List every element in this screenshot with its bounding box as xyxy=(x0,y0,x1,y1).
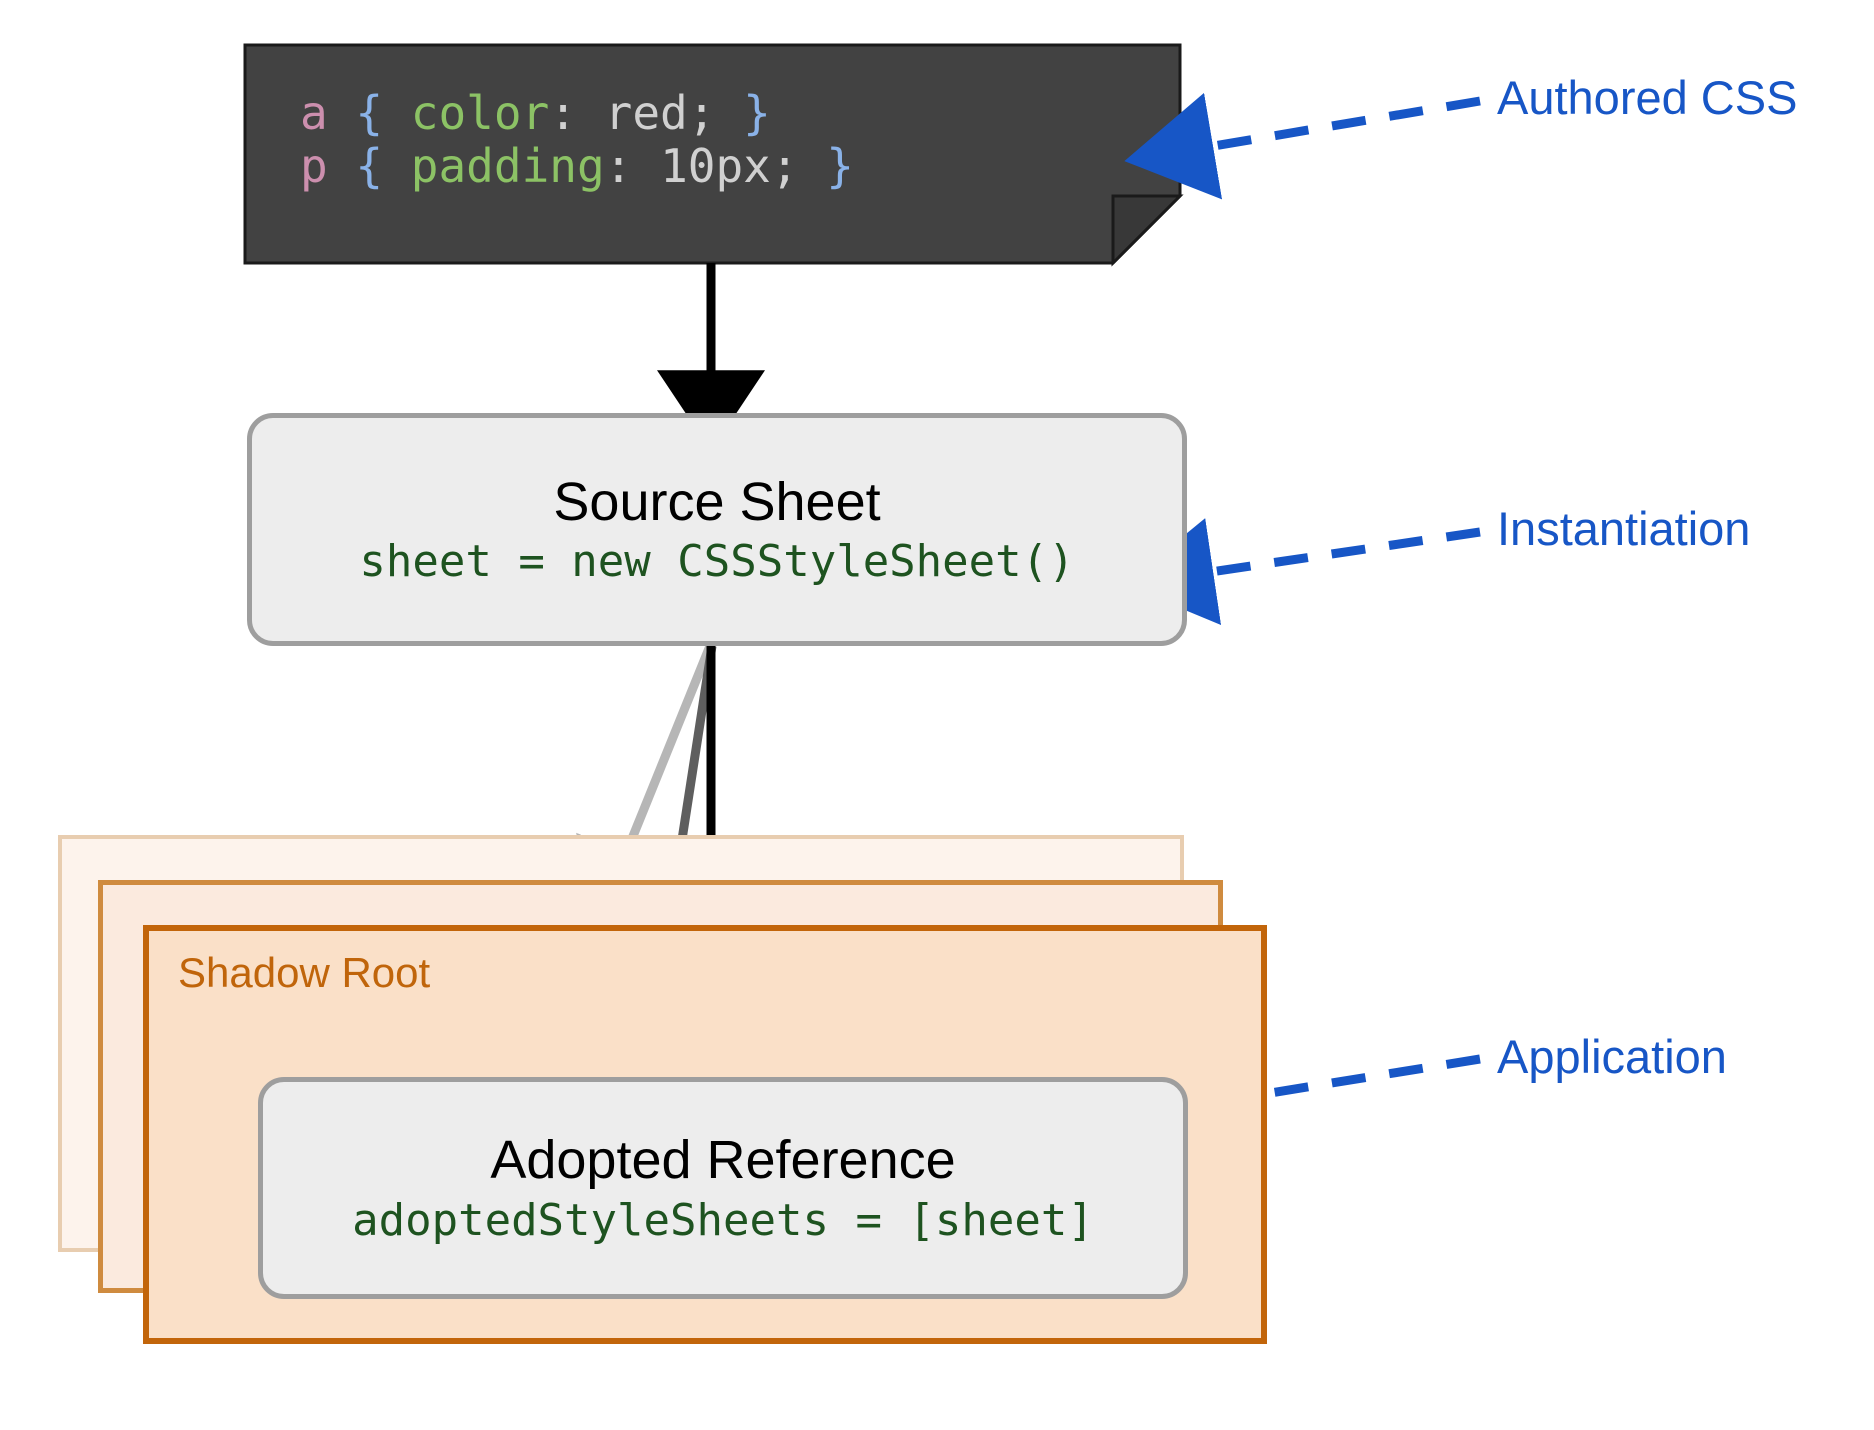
css-colon-1: : xyxy=(549,86,605,140)
css-colon-2: : xyxy=(604,138,661,193)
css-property-1: color xyxy=(410,86,550,140)
source-sheet-box: Source Sheet sheet = new CSSStyleSheet() xyxy=(247,413,1187,646)
css-semicolon-2: ; xyxy=(770,138,827,193)
annotation-label-application: Application xyxy=(1497,1030,1727,1083)
source-sheet-title: Source Sheet xyxy=(553,471,881,532)
source-sheet-code: sheet = new CSSStyleSheet() xyxy=(359,536,1075,587)
authored-css-code: a { color: red; } p { padding: 10px; } xyxy=(300,87,854,193)
css-open-brace-2: { xyxy=(327,138,411,193)
css-value-2: 10px xyxy=(660,138,771,193)
adopted-reference-code: adoptedStyleSheets = [sheet] xyxy=(352,1194,1094,1246)
css-selector-2: p xyxy=(300,138,328,193)
annotation-label-instantiation: Instantiation xyxy=(1497,502,1751,555)
css-open-brace-1: { xyxy=(327,86,411,140)
authored-css-note: a { color: red; } p { padding: 10px; } xyxy=(245,45,1180,263)
annotation-label-authored-css: Authored CSS xyxy=(1497,71,1798,124)
css-value-1: red xyxy=(604,86,688,140)
annotation-leader-instantiation xyxy=(1124,518,1481,625)
adopted-reference-title: Adopted Reference xyxy=(490,1130,956,1191)
shadow-root-label: Shadow Root xyxy=(178,949,431,996)
css-selector-1: a xyxy=(300,86,328,140)
css-semicolon-1: ; xyxy=(687,86,744,140)
adopted-reference-box: Adopted Reference adoptedStyleSheets = [… xyxy=(258,1077,1188,1299)
css-close-brace-2: } xyxy=(826,138,854,193)
css-property-2: padding xyxy=(410,138,605,193)
css-close-brace-1: } xyxy=(743,86,771,140)
annotation-leader-authored xyxy=(1124,92,1481,200)
